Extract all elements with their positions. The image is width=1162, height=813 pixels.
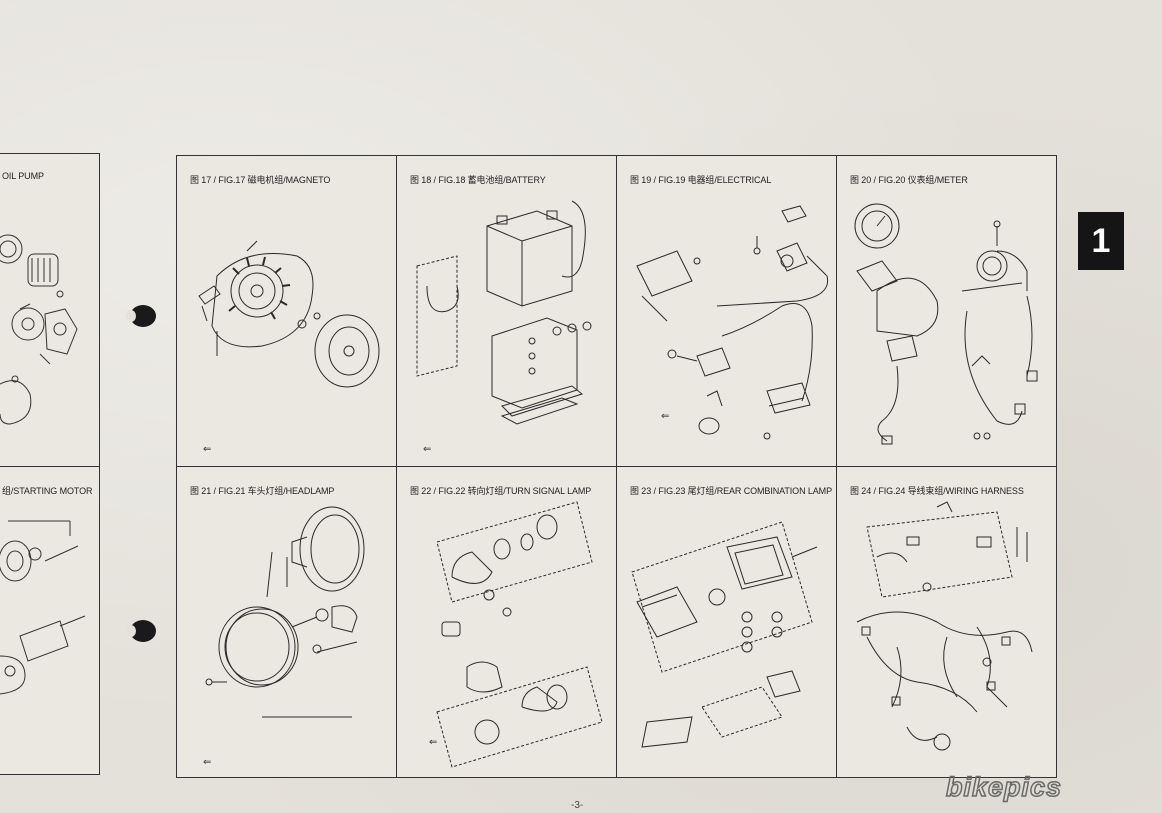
- figure-title-19: 图 19 / FIG.19 电器组/ELECTRICAL: [630, 175, 772, 185]
- oil-pump-cell: OIL PUMP: [0, 154, 100, 467]
- figure-cell-17: 图 17 / FIG.17 磁电机组/MAGNETO ⇐: [177, 156, 397, 467]
- figure-cell-24: 图 24 / FIG.24 导线束组/WIRING HARNESS: [837, 467, 1056, 777]
- meter-diagram-icon: [854, 203, 1038, 445]
- figure-cell-18: 图 18 / FIG.18 蓄电池组/BATTERY ⇐: [397, 156, 617, 467]
- turn-signal-diagram-icon: [436, 501, 603, 768]
- magneto-diagram-icon: [198, 240, 380, 388]
- direction-arrow-icon: ⇐: [203, 757, 212, 768]
- figure-title-21: 图 21 / FIG.21 车头灯组/HEADLAMP: [190, 486, 335, 496]
- figure-title-24: 图 24 / FIG.24 导线束组/WIRING HARNESS: [850, 486, 1024, 496]
- figure-title-20: 图 20 / FIG.20 仪表组/METER: [850, 175, 968, 185]
- figure-title-23: 图 23 / FIG.23 尾灯组/REAR COMBINATION LAMP: [630, 486, 832, 496]
- battery-diagram-icon: [416, 200, 592, 425]
- page-number: -3-: [571, 800, 584, 811]
- figure-cell-19: 图 19 / FIG.19 电器组/ELECTRICAL ⇐: [617, 156, 837, 467]
- direction-arrow-icon: ⇐: [203, 444, 212, 455]
- figure-title-18: 图 18 / FIG.18 蓄电池组/BATTERY: [410, 175, 546, 185]
- figure-cell-22: 图 22 / FIG.22 转向灯组/TURN SIGNAL LAMP ⇐: [397, 467, 617, 777]
- direction-arrow-icon: ⇐: [423, 444, 432, 455]
- starting-motor-diagram-icon: [0, 520, 86, 695]
- figure-title-17: 图 17 / FIG.17 磁电机组/MAGNETO: [190, 175, 331, 185]
- figure-title-22: 图 22 / FIG.22 转向灯组/TURN SIGNAL LAMP: [410, 486, 592, 496]
- left-partial-panel: OIL PUMP 组/STARTING MOTOR: [0, 153, 100, 775]
- direction-arrow-icon: ⇐: [429, 737, 438, 748]
- headlamp-diagram-icon: [205, 506, 365, 718]
- binder-hole-top: [126, 305, 156, 327]
- figure-cell-20: 图 20 / FIG.20 仪表组/METER: [837, 156, 1056, 467]
- section-badge: 1: [1078, 212, 1124, 270]
- starting-motor-cell: 组/STARTING MOTOR: [0, 466, 100, 776]
- figure-grid: 图 17 / FIG.17 磁电机组/MAGNETO ⇐ 图 1: [176, 155, 1057, 778]
- figure-cell-23: 图 23 / FIG.23 尾灯组/REAR COMBINATION LAMP: [617, 467, 837, 777]
- oil-pump-diagram-icon: [0, 234, 78, 425]
- binder-hole-bottom: [126, 620, 156, 642]
- oil-pump-title: OIL PUMP: [2, 171, 44, 181]
- figure-cell-21: 图 21 / FIG.21 车头灯组/HEADLAMP ⇐: [177, 467, 397, 777]
- wiring-harness-diagram-icon: [856, 501, 1033, 751]
- direction-arrow-icon: ⇐: [661, 411, 670, 422]
- electrical-diagram-icon: [636, 205, 829, 440]
- watermark-logo: bikepics: [945, 771, 1063, 803]
- rear-lamp-diagram-icon: [631, 521, 818, 748]
- starting-motor-title: 组/STARTING MOTOR: [2, 486, 93, 496]
